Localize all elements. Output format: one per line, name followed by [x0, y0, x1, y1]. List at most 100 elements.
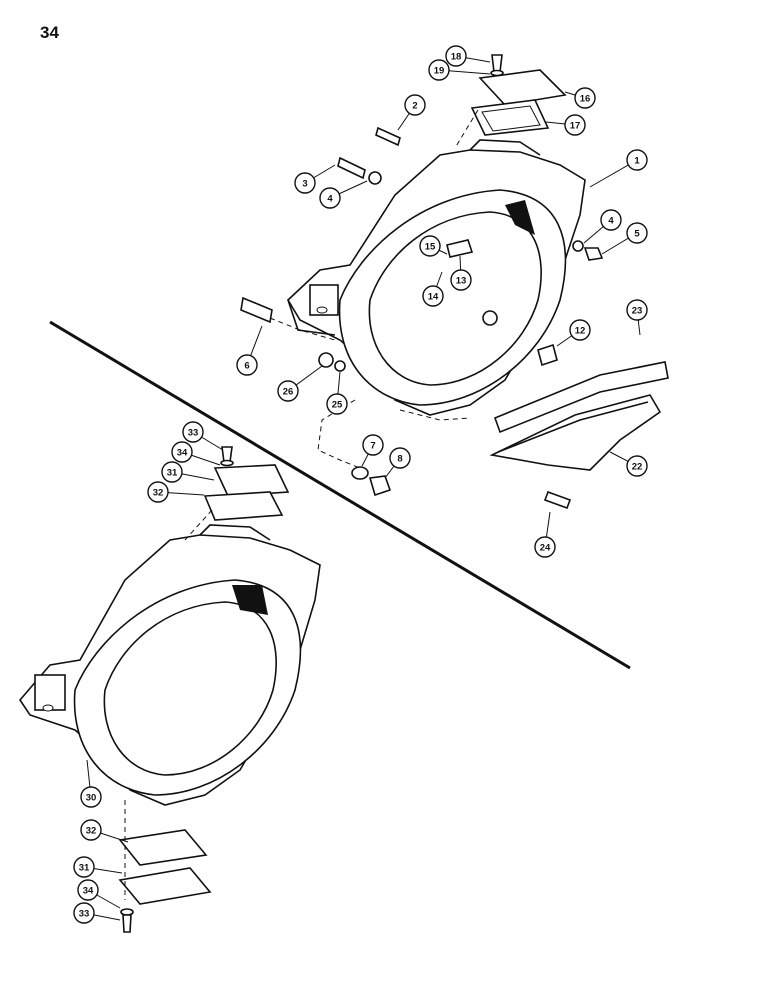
callout-circle [182, 421, 204, 443]
callout-circle [534, 536, 556, 558]
callout-label: 8 [397, 454, 402, 465]
callout-32: 32 [80, 819, 129, 843]
callout-circle [294, 172, 316, 194]
flywheel-housing-upper [286, 139, 586, 416]
callout-8: 8 [384, 447, 411, 479]
callout-circle [319, 187, 341, 209]
lower-cover-assembly [118, 464, 290, 905]
callout-1: 1 [589, 149, 648, 188]
callout-label: 19 [434, 66, 445, 77]
callout-label: 31 [167, 468, 178, 479]
callout-25: 25 [326, 371, 348, 415]
hardware-parts [120, 126, 604, 933]
callout-circle [236, 354, 258, 376]
callout-label: 14 [428, 292, 439, 303]
callout-label: 5 [634, 229, 640, 240]
callout-23: 23 [626, 299, 648, 336]
callout-14: 14 [422, 271, 444, 307]
callout-circle [419, 235, 441, 257]
callout-34: 34 [77, 879, 121, 909]
callout-circle [277, 380, 299, 402]
callout-12: 12 [556, 319, 591, 347]
callout-circle [574, 87, 596, 109]
callout-6: 6 [236, 325, 263, 376]
callout-label: 17 [570, 121, 581, 132]
callout-circle [147, 481, 169, 503]
callout-label: 12 [575, 326, 586, 337]
callout-5: 5 [601, 222, 648, 255]
separator-line [49, 320, 631, 670]
callout-31: 31 [161, 461, 215, 483]
callout-label: 16 [580, 94, 591, 105]
callout-15: 15 [419, 235, 448, 257]
callout-circle [450, 269, 472, 291]
callout-label: 33 [188, 428, 199, 439]
callout-label: 31 [79, 863, 90, 874]
callout-34: 34 [171, 441, 221, 466]
flywheel-housing-lower [18, 524, 321, 806]
callout-label: 26 [283, 387, 294, 398]
callout-label: 4 [327, 194, 333, 205]
alignment-lines [124, 109, 479, 900]
callout-circle [73, 902, 95, 924]
callout-label: 7 [370, 441, 375, 452]
callout-circle [171, 441, 193, 463]
callout-label: 22 [632, 462, 643, 473]
callout-33: 33 [182, 421, 224, 451]
callout-label: 13 [456, 276, 467, 287]
callout-label: 2 [412, 101, 417, 112]
callout-7: 7 [361, 434, 384, 467]
callout-label: 23 [632, 306, 643, 317]
callout-circle [404, 94, 426, 116]
callout-circle [600, 209, 622, 231]
callout-circle [626, 455, 648, 477]
callout-label: 18 [451, 52, 462, 63]
callout-13: 13 [450, 255, 472, 291]
callout-label: 32 [153, 488, 164, 499]
callout-label: 1 [634, 156, 640, 167]
callout-2: 2 [397, 94, 426, 131]
callout-circle [626, 299, 648, 321]
callout-circle [569, 319, 591, 341]
callout-label: 15 [425, 242, 436, 253]
callout-4: 4 [583, 209, 622, 244]
callout-circle [80, 819, 102, 841]
callout-label: 33 [79, 909, 90, 920]
callout-label: 6 [244, 361, 249, 372]
callout-30: 30 [80, 759, 102, 808]
callout-circle [326, 393, 348, 415]
callout-circle [626, 222, 648, 244]
callout-19: 19 [428, 59, 491, 81]
callout-3: 3 [294, 164, 336, 194]
callout-circle [422, 285, 444, 307]
callout-circle [362, 434, 384, 456]
callout-layer: 1234456781213141516171819222324252630313… [73, 45, 648, 924]
callout-circle [564, 114, 586, 136]
callout-circle [73, 856, 95, 878]
callout-label: 4 [608, 216, 614, 227]
callout-label: 3 [302, 179, 307, 190]
callout-circle [77, 879, 99, 901]
callout-circle [389, 447, 411, 469]
callout-circle [161, 461, 183, 483]
callout-18: 18 [445, 45, 491, 67]
callout-31: 31 [73, 856, 123, 878]
callout-circle [445, 45, 467, 67]
callout-26: 26 [277, 365, 323, 402]
callout-label: 30 [86, 793, 97, 804]
callout-circle [428, 59, 450, 81]
callout-32: 32 [147, 481, 205, 503]
callout-4: 4 [319, 180, 368, 209]
callout-label: 34 [177, 448, 188, 459]
page-number: 34 [40, 23, 59, 42]
callout-label: 24 [540, 543, 551, 554]
callout-circle [626, 149, 648, 171]
callout-17: 17 [545, 114, 586, 136]
callout-circle [80, 786, 102, 808]
callout-label: 25 [332, 400, 343, 411]
callout-33: 33 [73, 902, 121, 924]
bottom-cover-assembly [489, 361, 669, 471]
callout-22: 22 [609, 451, 648, 477]
